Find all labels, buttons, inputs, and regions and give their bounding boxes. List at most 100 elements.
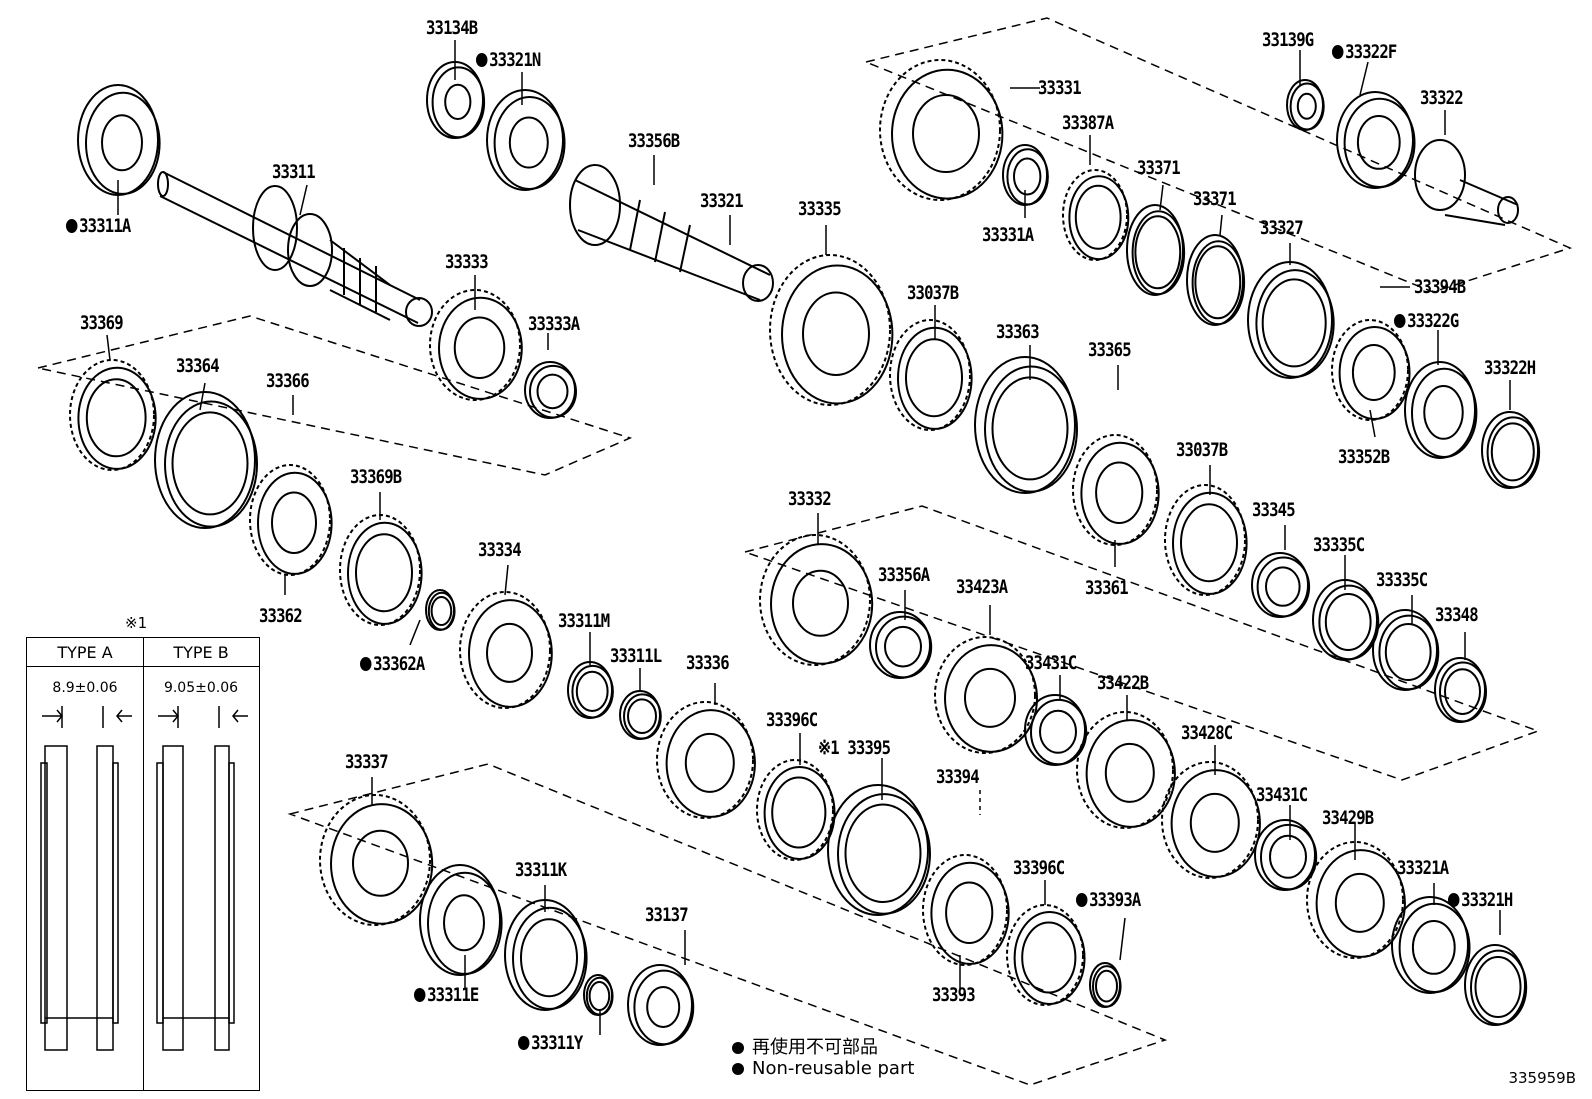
part-label-33431Cb: 33431C: [1256, 784, 1308, 806]
part-number-text: 33331A: [982, 224, 1034, 246]
part-label-33335: 33335: [798, 198, 842, 220]
part-number-text: 33322: [1420, 87, 1464, 109]
part-label-33321A: 33321A: [1397, 857, 1449, 879]
part-number-text: 33396C: [766, 709, 818, 731]
part-number-text: 33311M: [558, 610, 610, 632]
part-label-33311L: 33311L: [610, 646, 662, 666]
part-label-33371b: 33371: [1193, 188, 1237, 210]
part-number-text: 33362A: [373, 653, 425, 675]
part-number-text: 33422B: [1097, 672, 1149, 694]
sleeve-33363: [974, 356, 1078, 494]
part-label-33366: 33366: [266, 371, 310, 391]
part-label-33311K: 33311K: [515, 860, 567, 880]
hub-33393: [922, 854, 1010, 966]
type-a-dimension: 8.9±0.06: [52, 680, 118, 696]
gear-33423A: [934, 636, 1038, 754]
snap-33371b: [1186, 234, 1246, 326]
part-label-33431Ca: 33431C: [1025, 653, 1077, 673]
hub-33362: [249, 464, 333, 576]
part-label-33362: 33362: [259, 606, 303, 626]
hub-33352B: [1331, 319, 1411, 421]
part-number-text: 33321H: [1461, 889, 1513, 911]
gear-33337: [319, 794, 434, 926]
part-label-33322: 33322: [1420, 87, 1464, 109]
part-label-33139G: 33139G: [1262, 30, 1314, 50]
type-b-section-drawing: [156, 706, 248, 1051]
part-number-text: 33321: [700, 190, 744, 212]
part-number-text: 33327: [1260, 217, 1304, 239]
snap-33371a: [1126, 204, 1186, 296]
part-label-33423A: 33423A: [956, 577, 1008, 597]
ring-33348: [1434, 657, 1487, 723]
part-number-text: 33321A: [1397, 857, 1449, 879]
part-label-33322G: 33322G: [1394, 311, 1459, 331]
non-reusable-dot-icon: [1076, 893, 1088, 907]
part-number-text: 33137: [645, 904, 689, 926]
part-label-33396Cb: 33396C: [1013, 857, 1065, 879]
part-label-33429B: 33429B: [1322, 808, 1374, 828]
ring-33037Ba: [889, 319, 973, 431]
ring-33322H: [1481, 411, 1541, 489]
part-number-text: 33311: [272, 161, 316, 183]
non-reusable-dot-icon: [1448, 893, 1460, 907]
counter-shaft-33321: [569, 164, 774, 302]
part-label-33321N: 33321N: [476, 50, 541, 70]
part-number-text: 33369B: [350, 466, 402, 488]
part-number-text: 33365: [1088, 339, 1132, 361]
part-label-33356A: 33356A: [878, 565, 930, 585]
ring-33311L: [619, 690, 662, 740]
plate-33139G: [1286, 79, 1325, 131]
part-number-text: 33345: [1252, 499, 1296, 521]
bearing-33322F: [1336, 91, 1416, 189]
sleeve-33327: [1247, 261, 1335, 379]
type-a-title: TYPE A: [27, 638, 143, 667]
leader-lines: [106, 40, 1511, 1035]
part-number-text: 33371: [1137, 157, 1181, 179]
part-number-text: 33387A: [1062, 112, 1114, 134]
part-label-33311A: 33311A: [66, 215, 131, 237]
part-number-text: 33396C: [1013, 857, 1065, 879]
part-number-text: 33371: [1193, 188, 1237, 210]
gear-33332: [759, 534, 874, 666]
non-reusable-dot-icon: [476, 53, 488, 67]
part-number-text: 33322H: [1484, 357, 1536, 379]
part-label-33356B: 33356B: [628, 131, 680, 151]
part-label-33345: 33345: [1252, 499, 1296, 521]
part-number-text: 33336: [686, 652, 730, 674]
sleeve-33395: [827, 784, 931, 916]
part-label-33311M: 33311M: [558, 610, 610, 632]
ring-33387A: [1062, 169, 1130, 261]
non-reusable-dot-icon: [66, 219, 78, 233]
part-number-text: 33311A: [79, 215, 131, 237]
part-number-text: 33332: [788, 488, 832, 510]
part-number-text: 33369: [80, 312, 124, 334]
non-reusable-dot-icon: [1394, 314, 1406, 328]
bearing-33321N: [486, 89, 566, 191]
ring-33396Ca: [756, 759, 836, 861]
part-label-33369B: 33369B: [350, 466, 402, 488]
part-label-33311E: 33311E: [414, 984, 479, 1006]
part-number-text: ※1 33395: [818, 737, 891, 759]
part-label-33322F: 33322F: [1332, 42, 1397, 62]
non-reusable-dot-icon: [360, 657, 372, 671]
part-number-text: 33311E: [427, 984, 479, 1006]
type-comparison-inset: TYPE A 8.9±0.06 TYPE B 9.05±0.06: [26, 637, 260, 1091]
part-number-text: 33337: [345, 751, 389, 773]
part-label-33137: 33137: [645, 904, 689, 926]
part-label-33311Y: 33311Y: [518, 1032, 583, 1054]
ring-33335Cb: [1372, 609, 1440, 691]
part-label-33428C: 33428C: [1181, 723, 1233, 743]
part-number-text: 33363: [996, 321, 1040, 343]
bushing-33431Ca: [1024, 694, 1088, 766]
part-number-text: 33311Y: [531, 1032, 583, 1054]
hub-33361: [1072, 434, 1160, 546]
part-number-text: 33393A: [1089, 889, 1141, 911]
part-number-text: 33335: [798, 198, 842, 220]
ring-33396Cb: [1006, 904, 1086, 1006]
part-label-33365: 33365: [1088, 339, 1132, 361]
filled-dot-icon: [732, 1063, 744, 1075]
part-number-text: 33394B: [1414, 276, 1466, 298]
gear-33333: [429, 289, 523, 401]
gear-33334: [459, 591, 553, 709]
part-number-text: 33431C: [1256, 784, 1308, 806]
